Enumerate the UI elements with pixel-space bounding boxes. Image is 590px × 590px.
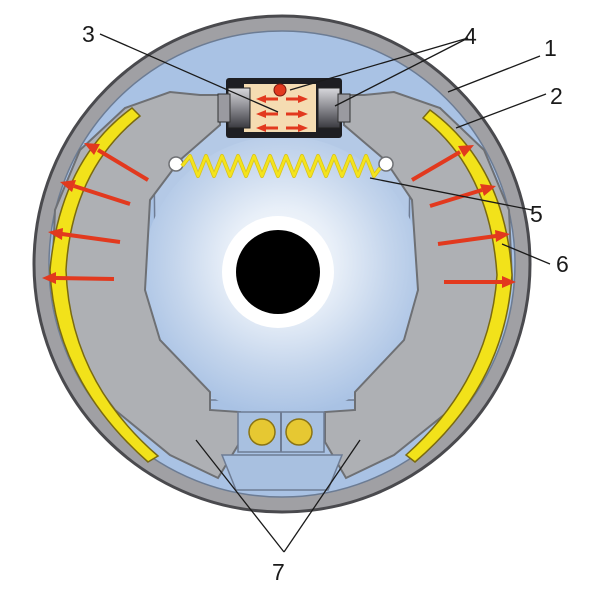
- pressure-arrow-icon: [256, 95, 308, 132]
- left-pressure-arrows: [42, 143, 150, 284]
- label-drum: 1: [544, 35, 557, 61]
- left-piston: [227, 87, 251, 129]
- label-cylinder: 3: [82, 21, 95, 47]
- anchor-assembly: [220, 411, 344, 491]
- anchor-pin-icon: [285, 418, 313, 446]
- wheel-cylinder: [217, 78, 351, 138]
- label-anchor: 7: [272, 559, 285, 585]
- label-lining: 6: [556, 251, 569, 277]
- label-shoe: 2: [550, 83, 563, 109]
- hub-hole: [236, 230, 320, 314]
- anchor-pin-icon: [248, 418, 276, 446]
- return-spring: [168, 154, 394, 178]
- label-pistons: 4: [464, 23, 477, 49]
- leader-lines: [99, 33, 551, 553]
- label-spring: 5: [530, 201, 543, 227]
- right-piston: [317, 87, 341, 129]
- left-lining: [49, 107, 160, 463]
- right-lining: [404, 108, 513, 463]
- right-pressure-arrows: [410, 145, 516, 288]
